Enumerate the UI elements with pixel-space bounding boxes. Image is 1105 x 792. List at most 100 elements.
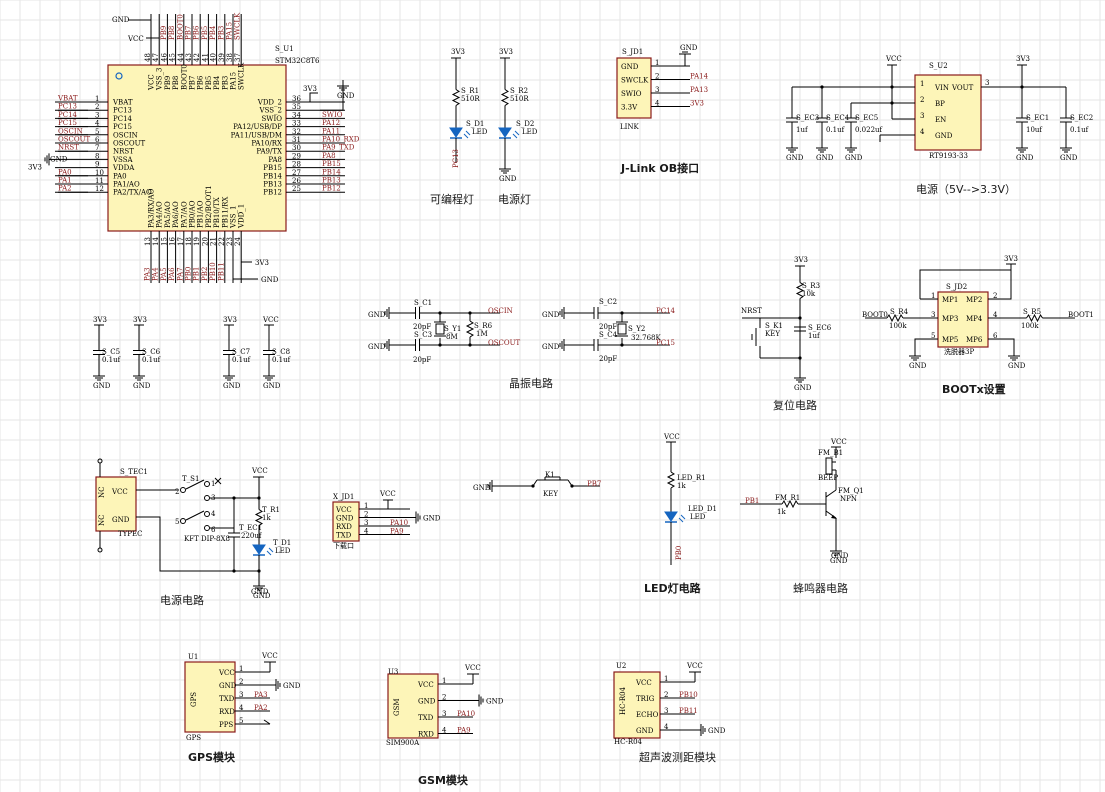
- switch-contact: [204, 511, 210, 517]
- cap-val: 0.1uf: [142, 356, 162, 364]
- net-label: PA7: [176, 267, 184, 281]
- pin-name: PB1/AO: [197, 200, 205, 228]
- pin-name: TXD: [219, 695, 235, 703]
- r6-ref: S_R6: [474, 322, 493, 330]
- junction-dot: [798, 356, 802, 360]
- typec-vcc: VCC: [111, 488, 128, 496]
- ground-label: GND: [499, 175, 517, 183]
- pin-name: VBAT: [112, 99, 133, 107]
- caption-gsm: GSM模块: [418, 773, 469, 787]
- pin-name: SWIO: [262, 115, 283, 123]
- net-label: PC13: [58, 103, 77, 111]
- net-label: OSCIN: [58, 127, 83, 135]
- y2-val: 32.768K: [631, 334, 661, 342]
- junction-dot: [468, 343, 472, 347]
- led-circuit-labels: VCC LED_R1 1k LED_D1 LED PB0: [663, 433, 717, 560]
- net-label: PB8: [168, 26, 176, 40]
- net-label: GND: [112, 16, 130, 24]
- caption-programmable-led: 可编程灯: [430, 192, 474, 206]
- wire: [185, 479, 205, 490]
- boot-ref: S_JD2: [946, 283, 967, 291]
- net-label: PA10_RXD: [322, 136, 360, 144]
- crystal-y1: [435, 323, 445, 335]
- junction-dot: [232, 569, 236, 573]
- junction-dot: [890, 85, 894, 89]
- pin-name: MP3: [942, 315, 958, 323]
- gnd-c3: GND: [368, 343, 386, 351]
- led-triangle: [498, 127, 512, 138]
- pin-number: 16: [169, 237, 177, 246]
- boot-jumper-body: [937, 291, 989, 348]
- pin-number: 4: [95, 120, 100, 128]
- k1-ref: S_K1: [765, 322, 783, 330]
- junction-dot: [570, 484, 574, 488]
- net-label: PA10: [457, 710, 475, 718]
- net-label: 3V3: [255, 259, 269, 267]
- pin-number: 25: [292, 185, 301, 193]
- pin-name: PB6: [197, 75, 205, 90]
- pin-name: PA1/AO: [113, 181, 140, 189]
- s-r2-ref: S_R2: [510, 87, 528, 95]
- capacitor: [223, 345, 235, 360]
- tec1-val: 220uf: [241, 532, 263, 540]
- pin-number: 1: [95, 95, 99, 103]
- pin-number: 2: [655, 73, 659, 81]
- pc15-net: PC15: [656, 339, 675, 347]
- ground-symbol: [559, 307, 570, 319]
- ground-label: GND: [223, 382, 241, 390]
- mcu-ref: S_U1: [275, 45, 294, 53]
- junction-dot: [798, 316, 802, 320]
- pin-number: 29: [292, 152, 301, 160]
- ground-symbol: [559, 339, 570, 351]
- cap-ref: S_C8: [272, 348, 290, 356]
- gsm-ref: U3: [388, 668, 398, 676]
- junction-dot: [820, 85, 824, 89]
- net-label: PB14: [322, 168, 341, 176]
- ground-symbol: GND: [337, 80, 355, 100]
- ground-label: GND: [423, 515, 441, 523]
- pin-number: 10: [95, 169, 104, 177]
- cap-val: 0.1uf: [1070, 126, 1090, 134]
- pin-number: 7: [95, 144, 99, 152]
- pin-name: PB15: [263, 164, 282, 172]
- ground-label: GND: [909, 362, 927, 370]
- pin-name: VCC: [417, 681, 434, 689]
- pin-name: PB13: [263, 181, 282, 189]
- r4-ref: S_R4: [890, 308, 909, 316]
- typec-body: [95, 476, 137, 532]
- pin-name: PB3: [221, 76, 229, 90]
- power-label: VCC: [262, 316, 279, 324]
- ground-symbol: [384, 339, 395, 351]
- pin-number: 15: [160, 237, 168, 246]
- s-d2-val: LED: [522, 128, 538, 136]
- pin-name: SWCLK: [621, 77, 649, 85]
- net-label: PA9: [457, 727, 471, 735]
- ground-symbol: [487, 480, 498, 492]
- cap-val: 1uf: [796, 126, 809, 134]
- gsm-part: SIM900A: [386, 739, 420, 747]
- pin-name: MP1: [942, 296, 958, 304]
- c2-ref: S_C2: [599, 298, 617, 306]
- pin-number: 28: [292, 161, 301, 169]
- pin-number: 31: [292, 136, 301, 144]
- cap-val: 0.022uf: [855, 126, 884, 134]
- switch-contact: [204, 481, 210, 487]
- net-label: 3V3: [28, 164, 42, 172]
- mcu-part: STM32C8T6: [275, 57, 320, 65]
- pin-number: 45: [169, 53, 177, 62]
- led-vcc: VCC: [663, 433, 680, 441]
- ground-label: GND: [486, 698, 504, 706]
- crystal-labels: GND GND S_C1 20pF S_C3 20pF S_Y1 8M S_R6…: [368, 298, 676, 364]
- caption-led-circuit: LED灯电路: [644, 581, 702, 595]
- regulator-ref: S_U2: [929, 62, 948, 70]
- pin-number: 6: [993, 332, 998, 340]
- net-label: PA8: [322, 152, 336, 160]
- sw-val: KFT DIP-8X8: [184, 535, 230, 543]
- ground-label: GND: [1016, 154, 1034, 162]
- net-label: PA14: [690, 73, 709, 81]
- ground-symbol: GND: [1016, 142, 1034, 162]
- gsm-module-body: [387, 673, 439, 739]
- pin-name: PA8: [268, 156, 282, 164]
- ground-symbol: [44, 153, 55, 166]
- k1-key-ref: K1: [545, 471, 555, 479]
